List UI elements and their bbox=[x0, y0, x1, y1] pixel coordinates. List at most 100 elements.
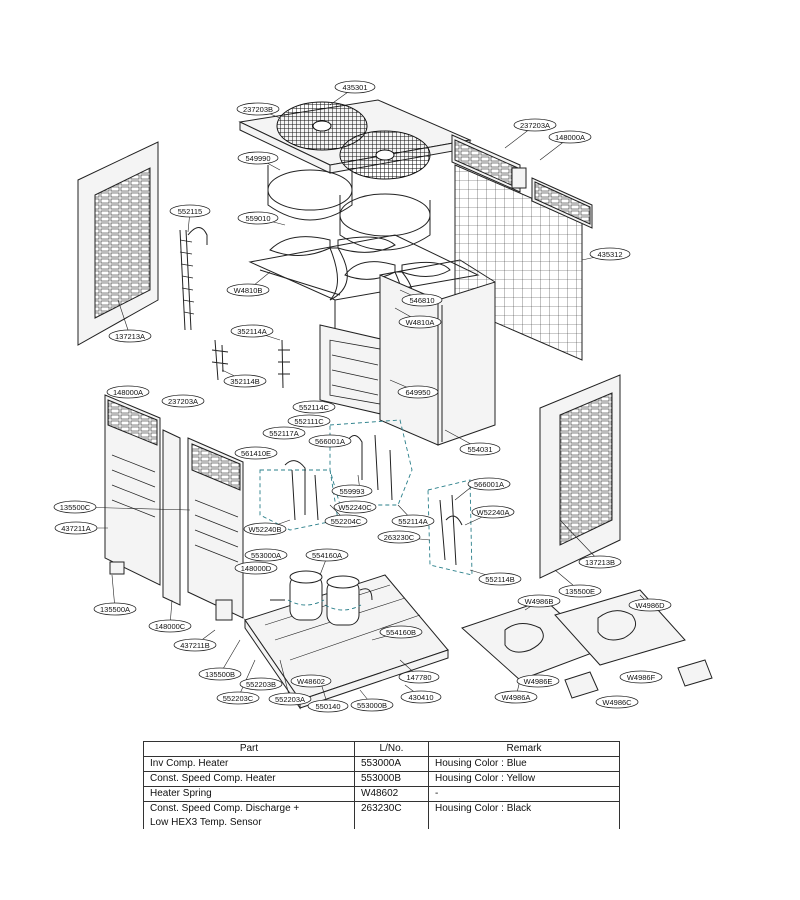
piping-1 bbox=[347, 434, 393, 501]
callout-W4810B: W4810B bbox=[226, 283, 270, 297]
cell-part: Heater Spring bbox=[143, 786, 355, 802]
svg-text:W4986B: W4986B bbox=[525, 597, 554, 606]
svg-text:W4986A: W4986A bbox=[502, 693, 531, 702]
svg-text:552204C: 552204C bbox=[331, 517, 362, 526]
svg-text:435301: 435301 bbox=[342, 83, 367, 92]
bracket-352114B bbox=[211, 339, 229, 381]
callout-W4986D: W4986D bbox=[628, 598, 672, 612]
callout-649950: 649950 bbox=[397, 385, 439, 399]
callout-W4986E: W4986E bbox=[516, 674, 560, 688]
top-fan-assembly bbox=[238, 99, 480, 330]
callout-W4986C: W4986C bbox=[595, 695, 639, 709]
svg-text:237203A: 237203A bbox=[168, 397, 198, 406]
svg-text:137213B: 137213B bbox=[585, 558, 615, 567]
base-plates bbox=[461, 589, 713, 699]
callout-552114B: 552114B bbox=[478, 572, 522, 586]
svg-text:552203B: 552203B bbox=[246, 680, 276, 689]
callout-554031: 554031 bbox=[459, 442, 501, 456]
callout-552203A: 552203A bbox=[268, 692, 312, 706]
piping-group-3 bbox=[427, 479, 473, 576]
svg-text:135500A: 135500A bbox=[100, 605, 130, 614]
callout-553000B: 553000B bbox=[350, 698, 394, 712]
svg-text:549990: 549990 bbox=[245, 154, 270, 163]
svg-text:552111C: 552111C bbox=[294, 417, 324, 426]
svg-text:553000A: 553000A bbox=[251, 551, 281, 560]
parts-table: Part L/No. Remark Inv Comp. Heater 55300… bbox=[143, 741, 620, 831]
heat-exchanger bbox=[379, 259, 496, 446]
svg-text:554160A: 554160A bbox=[312, 551, 342, 560]
svg-text:W4986D: W4986D bbox=[635, 601, 665, 610]
callout-135500E: 135500E bbox=[558, 584, 602, 598]
svg-text:430410: 430410 bbox=[408, 693, 433, 702]
callout-352114B: 352114B bbox=[223, 374, 267, 388]
callout-148000D: 148000D bbox=[234, 561, 278, 575]
base-assembly bbox=[244, 570, 449, 710]
cell-lno: 553000A bbox=[354, 756, 429, 772]
svg-text:552114C: 552114C bbox=[299, 403, 329, 412]
svg-text:W4810B: W4810B bbox=[234, 286, 263, 295]
cell-remark: Housing Color : Blue bbox=[428, 756, 620, 772]
callout-W52240A: W52240A bbox=[471, 505, 515, 519]
svg-text:237203A: 237203A bbox=[520, 121, 550, 130]
callout-135500A: 135500A bbox=[93, 602, 137, 616]
svg-text:566001A: 566001A bbox=[315, 437, 345, 446]
svg-text:W4986E: W4986E bbox=[524, 677, 553, 686]
callout-566001A-b: 566001A bbox=[467, 477, 511, 491]
header-lno: L/No. bbox=[354, 741, 429, 757]
svg-text:552203C: 552203C bbox=[223, 694, 254, 703]
svg-text:437211B: 437211B bbox=[180, 641, 209, 650]
fan-shroud-1 bbox=[267, 165, 353, 221]
callout-labels: 435301 237203B 237203A 148000A 549990 55… bbox=[53, 80, 672, 713]
svg-text:148000A: 148000A bbox=[113, 388, 143, 397]
callout-237203A: 237203A bbox=[513, 118, 557, 132]
left-side-panel bbox=[77, 141, 159, 346]
callout-W52240B: W52240B bbox=[243, 522, 287, 536]
table-row: Heater Spring W48602 - bbox=[143, 786, 620, 802]
coil-552115 bbox=[179, 227, 208, 331]
svg-text:559993: 559993 bbox=[339, 487, 364, 496]
callout-W4986A: W4986A bbox=[494, 690, 538, 704]
callout-559010: 559010 bbox=[237, 211, 279, 225]
callout-552115: 552115 bbox=[169, 204, 211, 218]
svg-text:552114B: 552114B bbox=[485, 575, 514, 584]
callout-W4986F: W4986F bbox=[619, 670, 663, 684]
right-side-panel bbox=[539, 374, 621, 579]
svg-text:559010: 559010 bbox=[245, 214, 270, 223]
callout-148000C: 148000C bbox=[148, 619, 192, 633]
fan-shroud-2 bbox=[339, 195, 431, 251]
piping-2 bbox=[284, 460, 319, 521]
callout-437211A: 437211A bbox=[54, 521, 98, 535]
cell-remark: Housing Color : Yellow bbox=[428, 771, 620, 787]
front-panel-right bbox=[187, 437, 244, 621]
callout-237203A-left: 237203A bbox=[161, 394, 205, 408]
callout-435312: 435312 bbox=[589, 247, 631, 261]
svg-text:135500C: 135500C bbox=[60, 503, 91, 512]
svg-text:W52240B: W52240B bbox=[249, 525, 282, 534]
callout-553000A: 553000A bbox=[244, 548, 288, 562]
callout-549990: 549990 bbox=[237, 151, 279, 165]
front-panel-left bbox=[104, 394, 161, 586]
callout-566001A-a: 566001A bbox=[308, 434, 352, 448]
callout-W4810A: W4810A bbox=[398, 315, 442, 329]
cell-part: Inv Comp. Heater bbox=[143, 756, 355, 772]
table-header-row: Part L/No. Remark bbox=[143, 741, 620, 757]
table-row: Const. Speed Comp. Heater 553000B Housin… bbox=[143, 771, 620, 787]
svg-text:237203B: 237203B bbox=[243, 105, 273, 114]
svg-text:552203A: 552203A bbox=[275, 695, 305, 704]
svg-text:546810: 546810 bbox=[409, 296, 434, 305]
cell-lno: W48602 bbox=[354, 786, 429, 802]
svg-text:566001A: 566001A bbox=[474, 480, 504, 489]
svg-text:W4986F: W4986F bbox=[627, 673, 656, 682]
svg-text:554160B: 554160B bbox=[386, 628, 416, 637]
callout-552203C: 552203C bbox=[216, 691, 260, 705]
header-part: Part bbox=[143, 741, 355, 757]
svg-text:552117A: 552117A bbox=[269, 429, 298, 438]
svg-text:147780: 147780 bbox=[406, 673, 431, 682]
piping-group-2 bbox=[259, 469, 339, 531]
callout-148000A-left: 148000A bbox=[106, 385, 150, 399]
cell-lno: 553000B bbox=[354, 771, 429, 787]
cell-part: Const. Speed Comp. Heater bbox=[143, 771, 355, 787]
cell-lno: 263230C bbox=[354, 801, 429, 831]
bracket-352114A bbox=[278, 339, 290, 389]
svg-text:352114B: 352114B bbox=[230, 377, 259, 386]
